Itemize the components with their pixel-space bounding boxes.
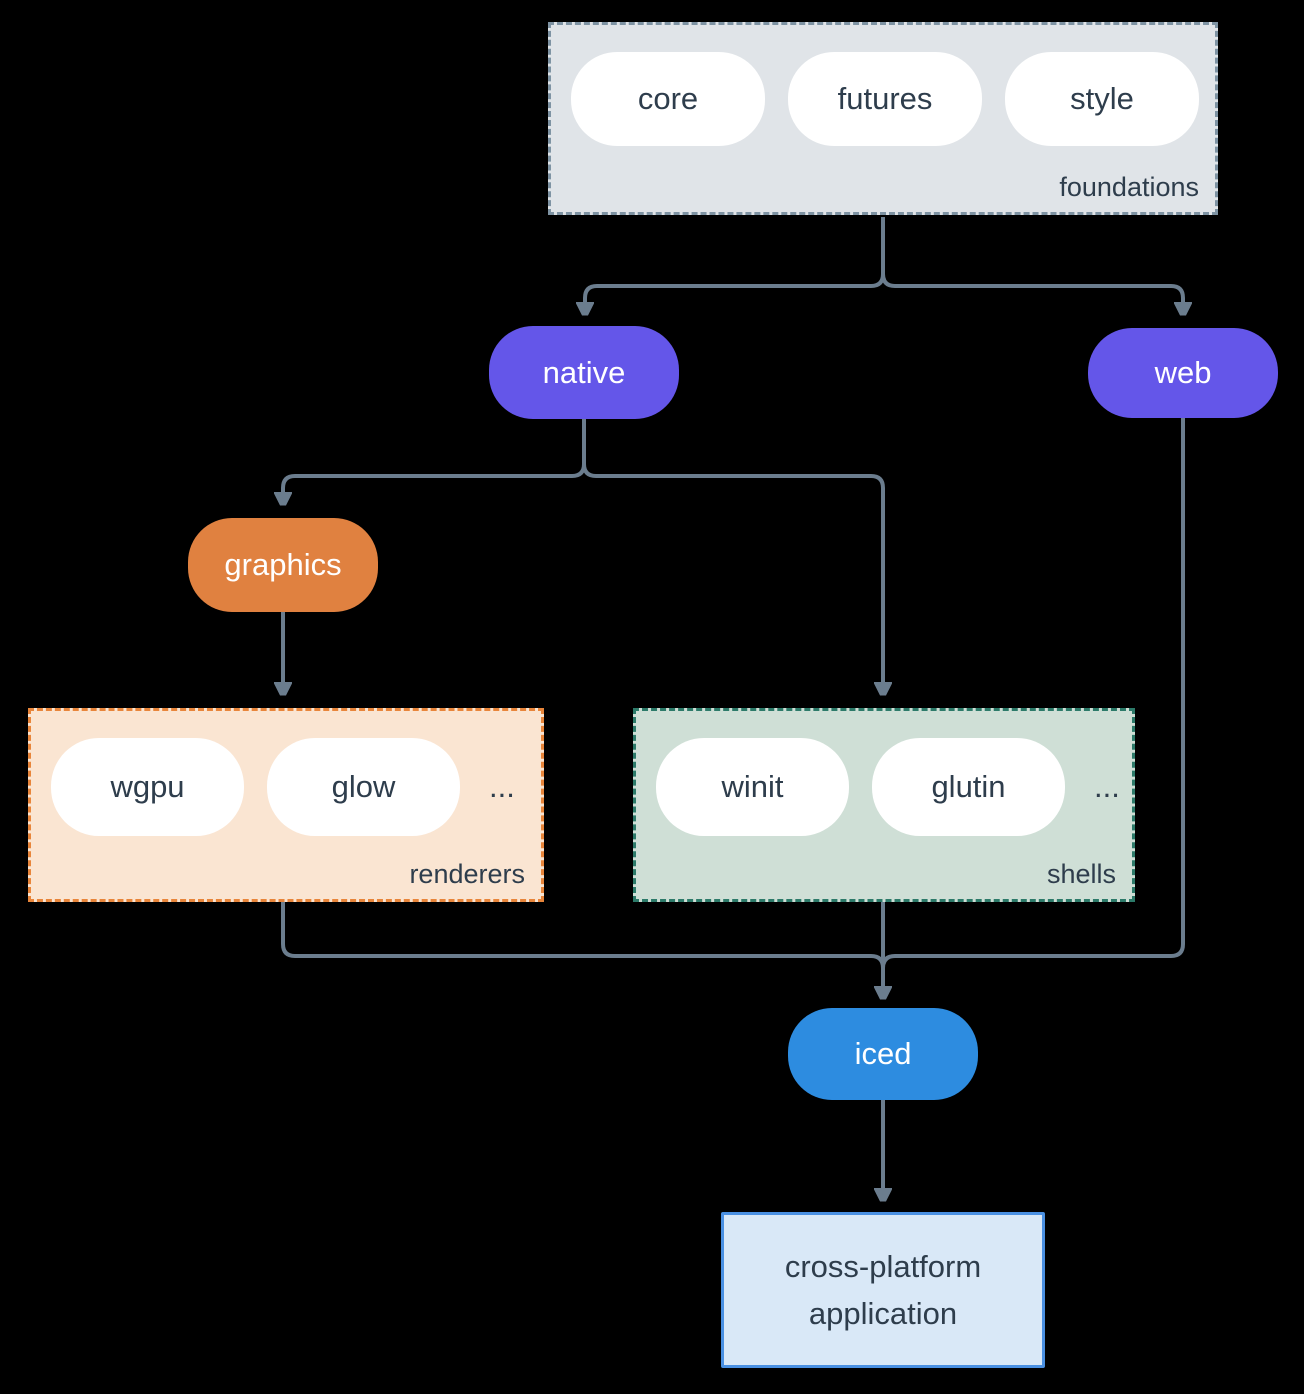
app-label-line2: application: [808, 1296, 958, 1331]
renderers-group: wgpu glow ... renderers: [28, 708, 544, 902]
crate-pill-futures: futures: [788, 52, 982, 146]
shells-group: winit glutin ... shells: [633, 708, 1135, 902]
crate-pill-wgpu: wgpu: [51, 738, 244, 836]
crate-pill-style: style: [1005, 52, 1199, 146]
app-label-line1: cross-platform: [784, 1249, 982, 1284]
node-native: native: [489, 326, 679, 419]
cross-platform-application-box: cross-platform application: [721, 1212, 1045, 1368]
foundations-label: foundations: [1059, 172, 1199, 202]
node-graphics: graphics: [188, 518, 378, 612]
edge-native-shells: [582, 419, 883, 694]
renderers-label: renderers: [409, 859, 525, 889]
crate-pill-winit: winit: [656, 738, 849, 836]
crate-pill-core: core: [571, 52, 765, 146]
foundations-pill-row: core futures style: [551, 25, 1215, 146]
edge-native-graphics: [283, 419, 586, 504]
edge-foundations-native: [585, 217, 885, 314]
shells-pill-row: winit glutin ...: [636, 711, 1132, 836]
shells-label: shells: [1046, 859, 1116, 889]
edge-foundations-web: [881, 217, 1183, 314]
shells-ellipsis: ...: [1094, 769, 1120, 804]
foundations-group: core futures style foundations: [548, 22, 1218, 215]
renderers-pill-row: wgpu glow ...: [31, 711, 541, 836]
crate-pill-glow: glow: [267, 738, 460, 836]
node-iced: iced: [788, 1008, 978, 1100]
crate-pill-glutin: glutin: [872, 738, 1065, 836]
node-web: web: [1088, 328, 1278, 418]
edge-renderers-iced: [281, 902, 885, 969]
renderers-ellipsis: ...: [489, 769, 515, 804]
